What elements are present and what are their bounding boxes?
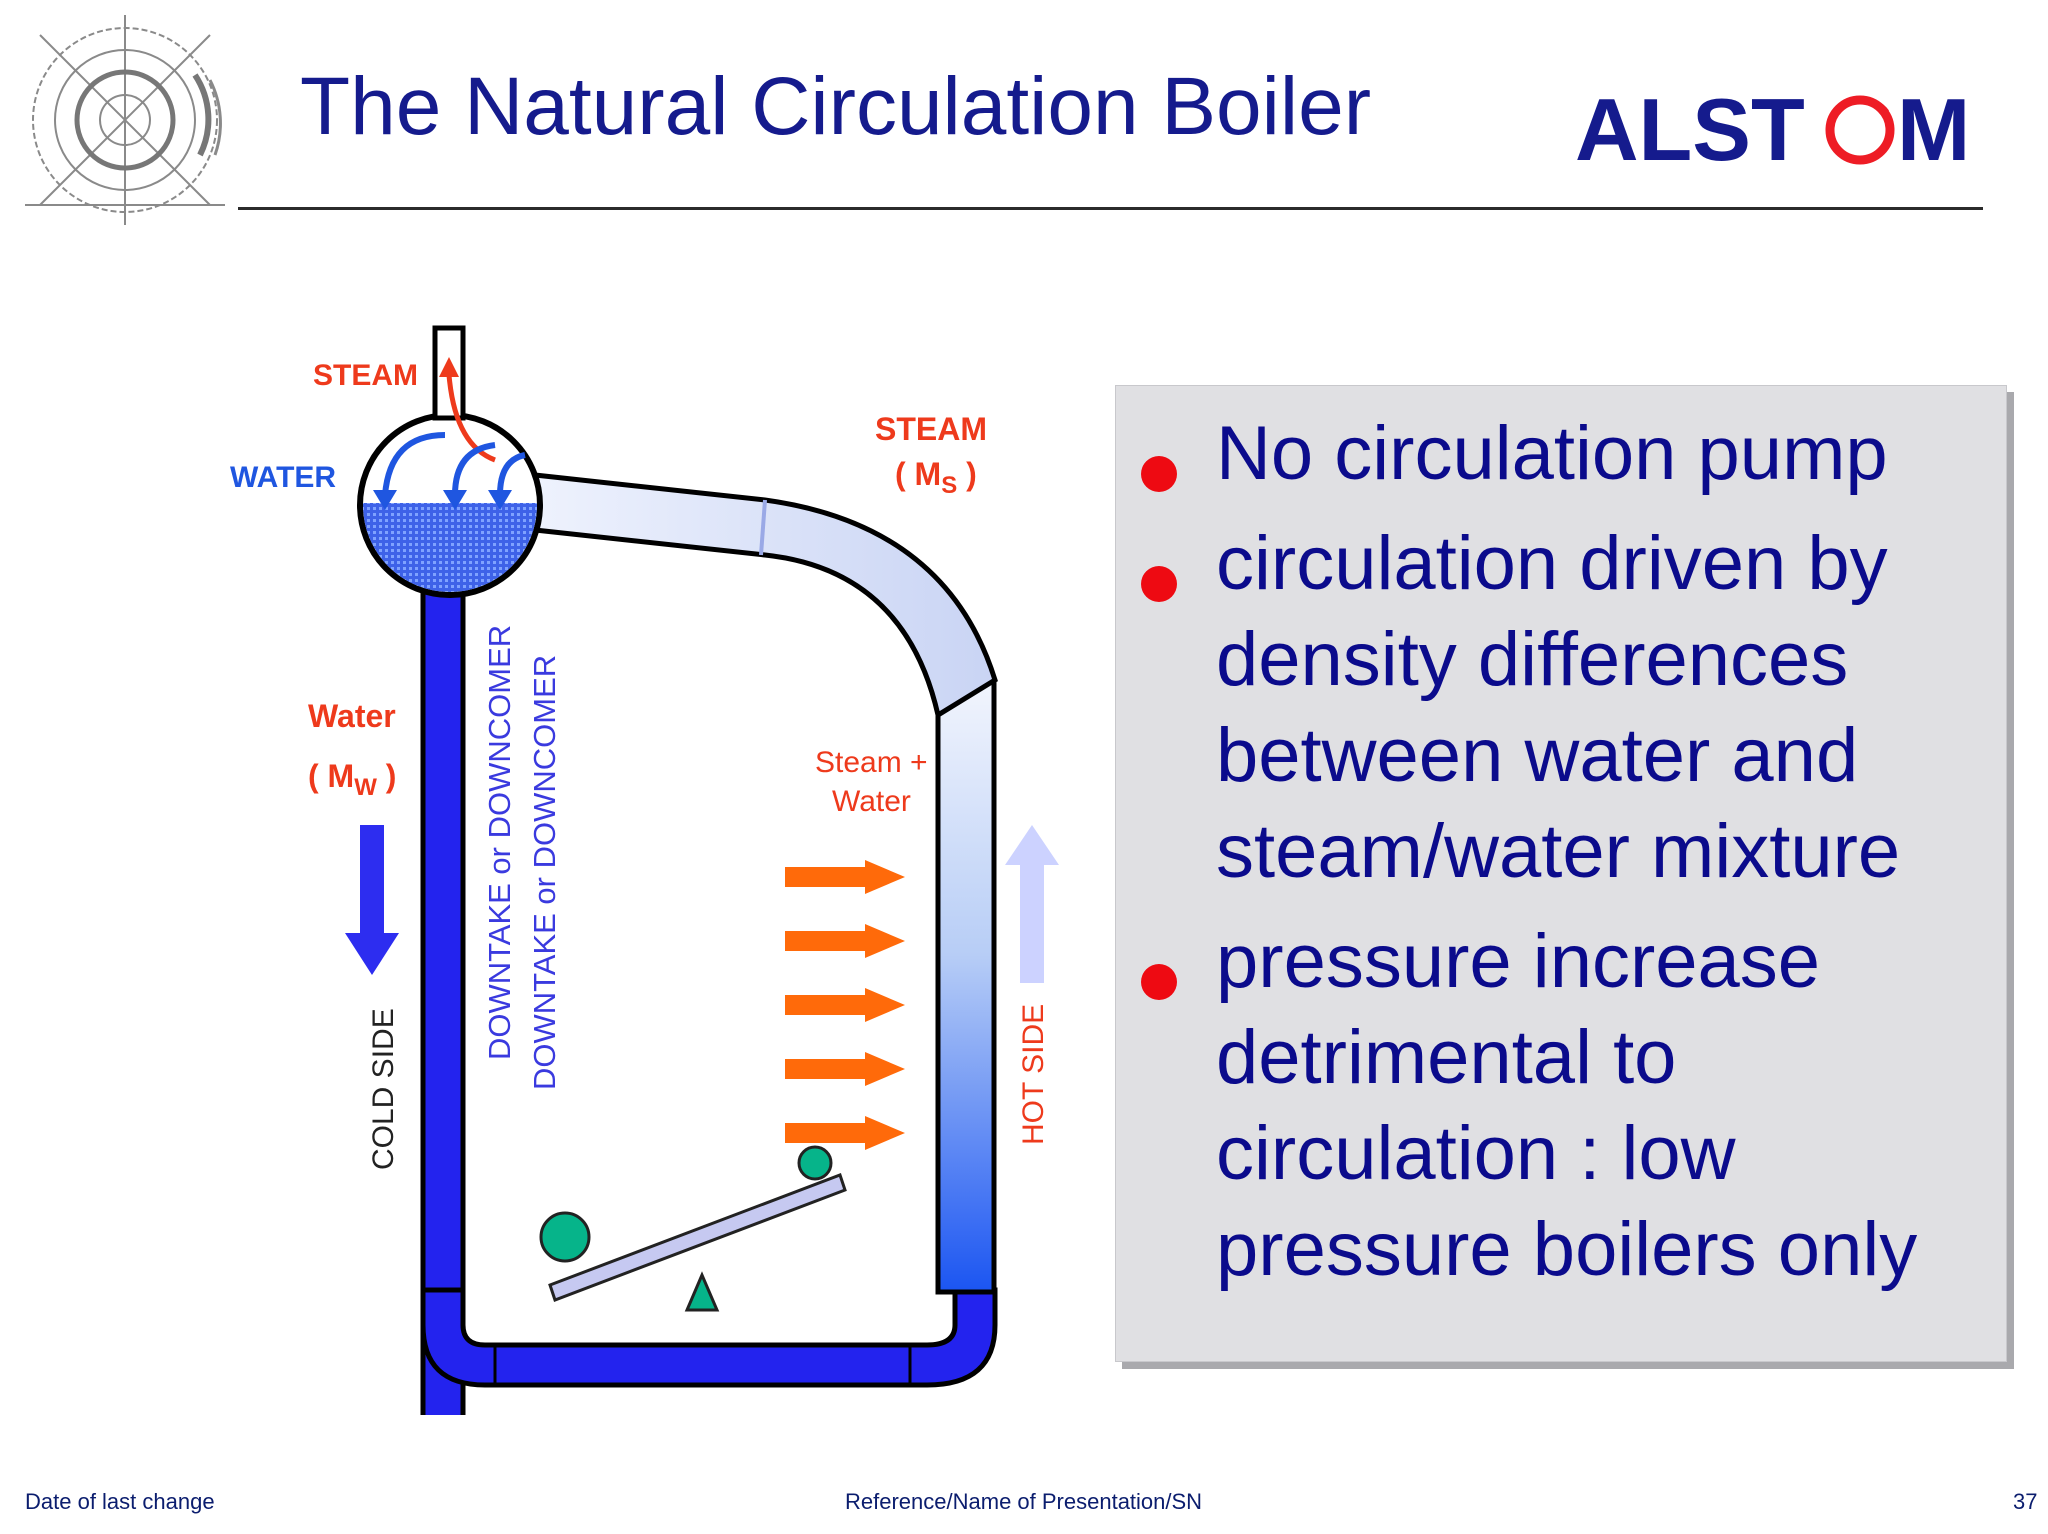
drum-water-label: WATER xyxy=(230,461,336,494)
water-flow-label: Water xyxy=(308,698,396,734)
bullet-item: No circulation pump xyxy=(1116,406,2006,502)
bullet-text: pressure increase detrimental to circula… xyxy=(1216,919,1918,1292)
bullet-text: No circulation pump xyxy=(1216,411,1888,496)
water-flow-sub: ( M xyxy=(308,758,354,794)
seesaw-beam xyxy=(548,1173,847,1302)
bullet-dot-icon xyxy=(1141,566,1177,602)
light-ball xyxy=(797,1145,833,1181)
steam-water-label-1: Steam + xyxy=(815,746,928,779)
svg-text:( MW ): ( MW ) xyxy=(308,758,396,801)
svg-text:ALST: ALST xyxy=(1575,80,1805,178)
hot-side-arrow-head xyxy=(1005,825,1059,865)
hot-side-label: HOT SIDE xyxy=(1017,1004,1050,1145)
water-flow-close: ) xyxy=(377,758,397,794)
downtake-label-1: DOWNTAKE or DOWNCOMER xyxy=(482,625,517,1060)
steam-outlet-label: STEAM xyxy=(313,359,418,392)
bullet-item: pressure increase detrimental to circula… xyxy=(1116,914,2006,1298)
seesaw-fulcrum xyxy=(684,1271,720,1312)
hot-side-arrow-shaft xyxy=(1020,863,1044,983)
slide-title: The Natural Circulation Boiler xyxy=(300,61,1372,152)
page-number: 37 xyxy=(2013,1489,2038,1514)
title-divider xyxy=(238,207,1983,210)
bottom-header-pipe xyxy=(420,1287,998,1388)
cold-side-label: COLD SIDE xyxy=(367,1008,400,1170)
bullet-panel: No circulation pump circulation driven b… xyxy=(1115,385,2007,1362)
boiler-diagram: STEAM WATER STEAM ( MS ) Water ( MW ) CO… xyxy=(205,285,1060,1415)
riser-pipe xyxy=(935,677,997,1295)
alstom-logo: ALST M xyxy=(1575,80,1970,178)
steam-flow-close: ) xyxy=(957,456,977,492)
cold-side-arrow-shaft xyxy=(360,825,384,935)
footer-reference: Reference/Name of Presentation/SN xyxy=(845,1489,1203,1514)
svg-text:( MS ): ( MS ) xyxy=(895,456,977,499)
footer-date: Date of last change xyxy=(25,1489,215,1514)
technical-drawing-logo xyxy=(25,15,225,225)
steam-water-label-2: Water xyxy=(832,785,911,818)
bullet-dot-icon xyxy=(1141,964,1177,1000)
downtake-label-2: DOWNTAKE or DOWNCOMER xyxy=(527,655,562,1090)
bullet-item: circulation driven by density difference… xyxy=(1116,516,2006,900)
heavy-ball xyxy=(539,1211,591,1263)
water-flow-subscript: W xyxy=(354,774,377,801)
steam-flow-label: STEAM xyxy=(875,411,987,447)
bullet-list: No circulation pump circulation driven b… xyxy=(1116,406,2006,1312)
steam-flow-subscript: S xyxy=(941,472,957,499)
bullet-text: circulation driven by density difference… xyxy=(1216,521,1901,894)
cold-side-arrow-head xyxy=(345,933,399,975)
svg-text:M: M xyxy=(1897,80,1970,178)
riser-return-pipe xyxy=(532,472,998,719)
steam-flow-sub: ( M xyxy=(895,456,941,492)
bullet-dot-icon xyxy=(1141,456,1177,492)
heat-arrows xyxy=(785,860,905,1150)
